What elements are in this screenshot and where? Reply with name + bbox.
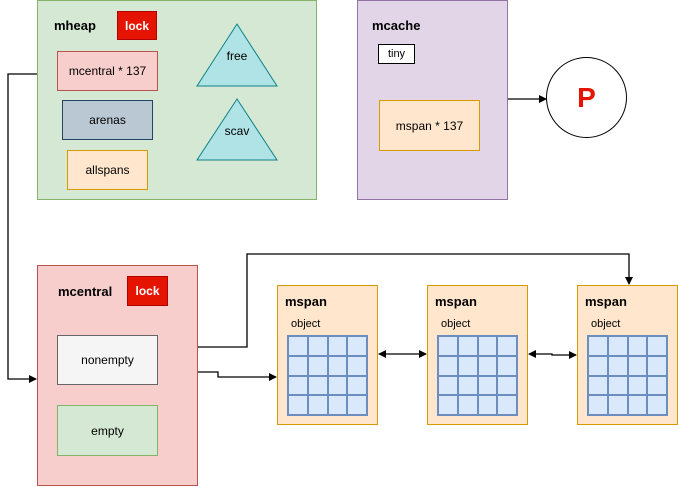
edge-mheap-to-mcentral bbox=[7, 73, 57, 383]
object-cell bbox=[607, 355, 628, 376]
mspan-object-label: object bbox=[291, 318, 321, 330]
edge-nonempty-to-mspan-3 bbox=[158, 253, 633, 348]
p-processor-circle: P bbox=[546, 57, 627, 138]
free-label: free bbox=[226, 49, 248, 63]
mspan-title: mspan bbox=[285, 294, 327, 309]
object-cell bbox=[288, 336, 308, 356]
object-cell bbox=[647, 375, 667, 396]
object-cell bbox=[477, 375, 498, 396]
mheap-title: mheap bbox=[54, 18, 96, 33]
object-cell bbox=[647, 355, 667, 376]
object-cell bbox=[457, 375, 478, 396]
object-cell bbox=[327, 375, 348, 396]
scav-label: scav bbox=[224, 124, 250, 138]
free-triangle bbox=[196, 23, 278, 87]
object-cell bbox=[497, 336, 517, 356]
object-cell bbox=[477, 395, 498, 415]
mcache-title: mcache bbox=[372, 18, 421, 33]
object-cell bbox=[457, 395, 478, 415]
object-cell bbox=[438, 336, 458, 356]
mcentral-title: mcentral bbox=[58, 284, 113, 299]
object-cell bbox=[438, 395, 458, 415]
object-cell bbox=[307, 336, 328, 356]
object-cell bbox=[627, 355, 648, 376]
scav-triangle bbox=[196, 98, 278, 161]
object-grid bbox=[287, 335, 368, 416]
object-cell bbox=[457, 355, 478, 376]
object-grid bbox=[437, 335, 518, 416]
mspan-title: mspan bbox=[435, 294, 477, 309]
object-cell bbox=[438, 355, 458, 376]
object-cell bbox=[347, 355, 367, 376]
mspan-title: mspan bbox=[585, 294, 627, 309]
object-cell bbox=[307, 355, 328, 376]
object-cell bbox=[288, 375, 308, 396]
object-cell bbox=[627, 375, 648, 396]
p-label: P bbox=[577, 81, 596, 113]
object-cell bbox=[327, 336, 348, 356]
object-cell bbox=[607, 395, 628, 415]
object-cell bbox=[327, 355, 348, 376]
object-cell bbox=[347, 375, 367, 396]
object-cell bbox=[588, 395, 608, 415]
object-cell bbox=[588, 355, 608, 376]
mcentral-lock-badge: lock bbox=[127, 276, 168, 306]
object-cell bbox=[497, 395, 517, 415]
allspans-box: allspans bbox=[67, 150, 148, 190]
mspan-object-label: object bbox=[591, 318, 621, 330]
object-cell bbox=[307, 395, 328, 415]
object-cell bbox=[327, 395, 348, 415]
object-cell bbox=[347, 395, 367, 415]
object-cell bbox=[588, 375, 608, 396]
object-grid bbox=[587, 335, 668, 416]
empty-list: empty bbox=[57, 405, 158, 456]
mheap-mcentral-array: mcentral * 137 bbox=[57, 51, 158, 91]
object-cell bbox=[347, 336, 367, 356]
object-cell bbox=[588, 336, 608, 356]
object-cell bbox=[607, 336, 628, 356]
object-cell bbox=[647, 395, 667, 415]
object-cell bbox=[438, 375, 458, 396]
mheap-lock-badge: lock bbox=[117, 11, 157, 40]
object-cell bbox=[497, 355, 517, 376]
object-cell bbox=[627, 336, 648, 356]
nonempty-list: nonempty bbox=[57, 335, 158, 385]
object-cell bbox=[288, 355, 308, 376]
object-cell bbox=[497, 375, 517, 396]
object-cell bbox=[477, 336, 498, 356]
object-cell bbox=[288, 395, 308, 415]
arenas-box: arenas bbox=[62, 100, 153, 140]
object-cell bbox=[607, 375, 628, 396]
edge-mspan-2-mspan-3 bbox=[528, 350, 577, 359]
tiny-box: tiny bbox=[378, 44, 415, 64]
object-cell bbox=[627, 395, 648, 415]
mspan-object-label: object bbox=[441, 318, 471, 330]
object-cell bbox=[647, 336, 667, 356]
object-cell bbox=[457, 336, 478, 356]
object-cell bbox=[477, 355, 498, 376]
object-cell bbox=[307, 375, 328, 396]
mcache-mspan-array: mspan * 137 bbox=[379, 100, 480, 151]
